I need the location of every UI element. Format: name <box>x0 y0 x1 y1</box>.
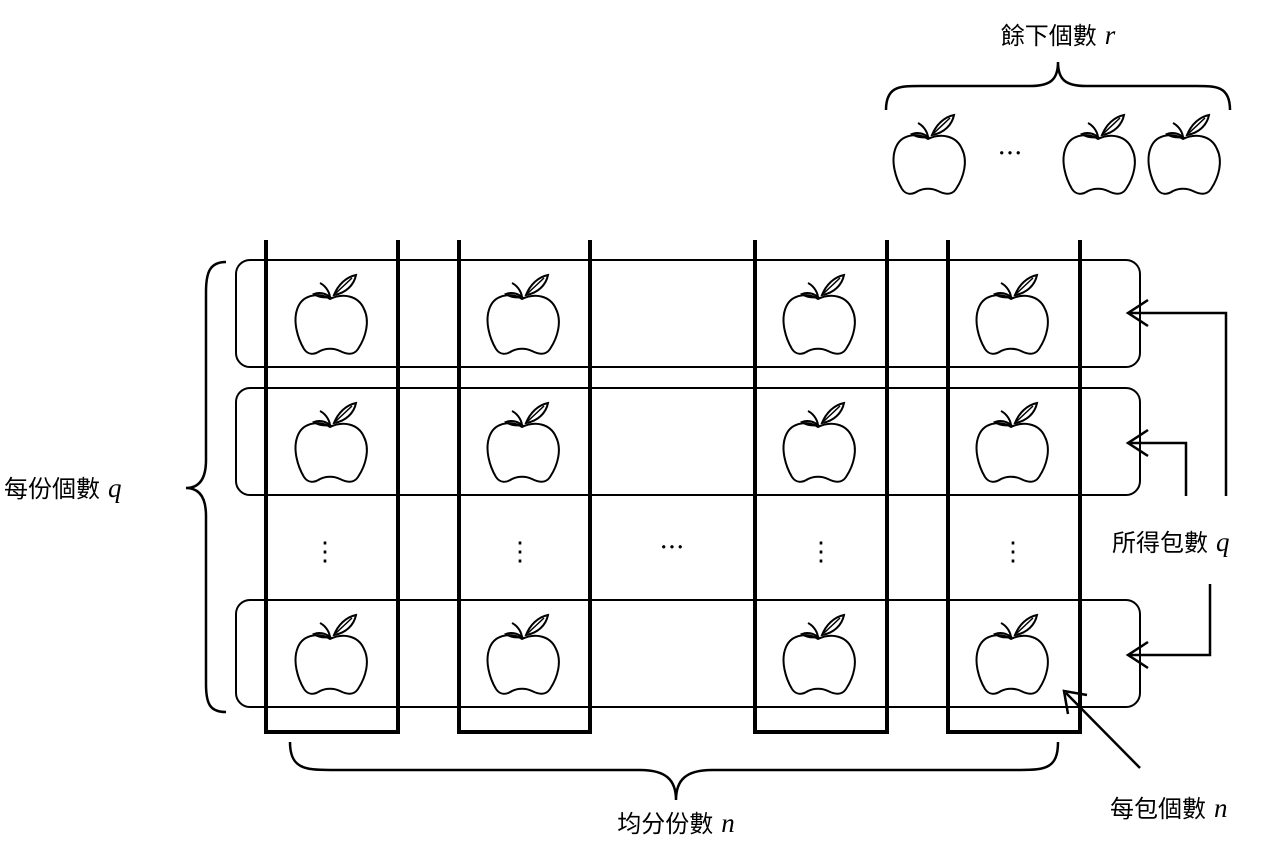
row-box-2 <box>235 387 1141 496</box>
vertical-ellipsis: ⋮ <box>1000 537 1026 567</box>
apple-icon <box>975 614 1049 695</box>
horizontal-ellipsis: ··· <box>660 533 685 563</box>
row-box-last <box>235 599 1141 708</box>
row-box-1 <box>235 259 1141 368</box>
apple-icon <box>294 402 368 483</box>
apple-icon <box>782 274 856 355</box>
apple-icon <box>782 614 856 695</box>
column-box-3 <box>753 240 889 734</box>
apple-icon <box>486 614 560 695</box>
column-box-4 <box>946 240 1082 734</box>
packs-arrows <box>1125 298 1228 670</box>
apple-icon <box>782 402 856 483</box>
apple-icon <box>294 614 368 695</box>
column-box-2 <box>457 240 592 734</box>
arrow-icon <box>1128 441 1188 496</box>
arrow-icon <box>1125 298 1149 328</box>
curly-brace-icon <box>185 260 227 714</box>
apple-icon <box>975 402 1049 483</box>
grid-apples <box>294 274 1049 695</box>
arrow-icon <box>1128 311 1228 496</box>
arrow-icon <box>1125 428 1149 458</box>
arrow-icon <box>1128 584 1212 657</box>
apple-icon <box>1062 114 1136 195</box>
apple-icon <box>1147 114 1221 195</box>
grid-ellipses: ⋮ ⋮ ··· ⋮ ⋮ <box>312 533 1026 567</box>
apple-icon <box>294 274 368 355</box>
column-boxes <box>264 240 1082 734</box>
arrow-icon <box>1125 640 1149 670</box>
vertical-ellipsis: ⋮ <box>507 537 533 567</box>
vertical-ellipsis: ⋮ <box>312 537 338 567</box>
arrow-icon <box>1065 692 1141 769</box>
apple-icon <box>486 274 560 355</box>
row-boxes <box>235 259 1141 708</box>
arrow-icon <box>1062 689 1088 715</box>
per-pack-arrow <box>1062 689 1141 769</box>
curly-brace-icon <box>884 61 1232 111</box>
apple-icon <box>975 274 1049 355</box>
curly-brace-icon <box>288 741 1060 801</box>
column-box-1 <box>264 240 400 734</box>
vertical-ellipsis: ⋮ <box>808 537 834 567</box>
apple-icon <box>486 402 560 483</box>
horizontal-ellipsis: ··· <box>998 139 1023 169</box>
apple-icon <box>892 114 966 195</box>
